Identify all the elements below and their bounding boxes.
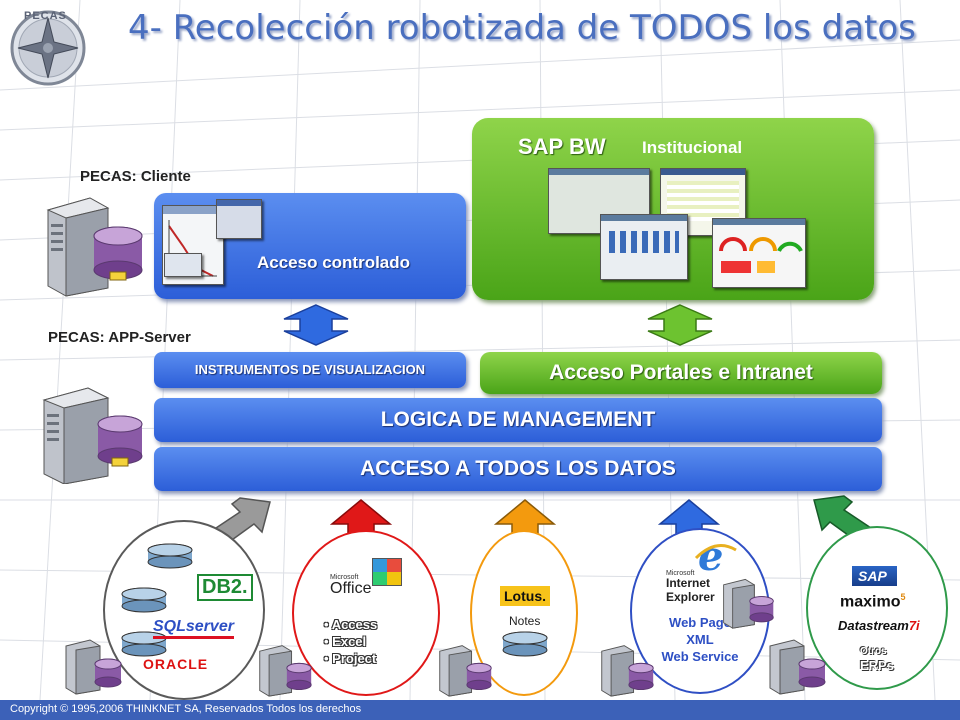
acceso-datos-label: ACCESO A TODOS LOS DATOS (360, 457, 676, 480)
sap-screen-3 (600, 214, 688, 280)
office-bubble: Microsoft Office • Access • Excel • Proj… (292, 530, 440, 696)
erp-bubble: SAP maximo5 Datastream7i Otros ERPs (806, 526, 948, 690)
label-cliente: PECAS: Cliente (80, 168, 191, 185)
server-db-icon-small (769, 639, 826, 695)
oracle-logo: ORACLE (143, 656, 209, 672)
server-db-icon-small (65, 639, 122, 695)
lotus-bubble: Lotus. Notes (470, 530, 578, 696)
maximo-version: 5 (900, 592, 906, 602)
sqlserver-logo: SQLserver (153, 618, 234, 639)
office-items: • Access • Excel • Project (324, 616, 377, 667)
label-app-server: PECAS: APP-Server (48, 329, 191, 346)
office-brand-small: Microsoft (330, 574, 359, 581)
ie-brand: Internet Explorer (666, 576, 715, 604)
datastream-text: Datastream (838, 618, 909, 633)
database-disk-icon (147, 543, 193, 569)
sap-screen-4 (712, 218, 806, 288)
pecas-logo: PECAS (6, 4, 90, 88)
server-db-icon-small (439, 645, 492, 697)
footer-bar: Copyright © 1995,2006 THINKNET SA, Reser… (0, 700, 960, 720)
notes-label: Notes (509, 614, 541, 628)
otros-label: Otros (860, 646, 887, 657)
logica-label: LOGICA DE MANAGEMENT (380, 408, 656, 431)
acceso-datos-bar: ACCESO A TODOS LOS DATOS (154, 447, 882, 491)
server-db-icon-small (723, 578, 774, 629)
logo-text: PECAS (24, 10, 67, 22)
database-disk-icon (502, 631, 548, 657)
sap-logo: SAP (852, 566, 897, 586)
maximo-text: maximo (840, 593, 901, 611)
office-brand: Office (330, 580, 372, 597)
bidirectional-arrow-green (647, 304, 713, 346)
sap-bw-title: SAP BW (518, 134, 606, 159)
server-db-icon-small (601, 645, 654, 697)
logica-bar: LOGICA DE MANAGEMENT (154, 398, 882, 442)
db2-logo: DB2. (197, 574, 253, 601)
portales-label: Acceso Portales e Intranet (549, 361, 813, 384)
maximo-logo: maximo5 (840, 592, 905, 611)
database-disk-icon (121, 631, 167, 657)
datastream-version: 7i (908, 618, 920, 633)
db-bubble: DB2. SQLserver ORACLE (103, 520, 265, 700)
erps-label: ERPs (860, 658, 894, 673)
office-item-excel: • Excel (324, 634, 367, 649)
portales-bar: Acceso Portales e Intranet (480, 352, 882, 394)
internet-explorer-icon: e (694, 536, 737, 576)
server-db-icon-app (42, 387, 143, 484)
office-item-project: • Project (324, 651, 377, 666)
svg-text:e: e (698, 536, 723, 576)
web-lines: Web Page XML Web Service (650, 614, 750, 665)
lotus-logo: Lotus. (500, 586, 550, 606)
datastream-logo: Datastream7i (838, 618, 920, 633)
instrumentos-bar: INSTRUMENTOS DE VISUALIZACION (154, 352, 466, 388)
copyright-text: Copyright © 1995,2006 THINKNET SA, Reser… (10, 703, 362, 715)
page-title: 4- Recolección robotizada de TODOS los d… (128, 8, 916, 48)
sap-bw-panel: SAP BW Institucional (472, 118, 874, 300)
server-db-icon-small (259, 645, 312, 697)
office-icon (372, 558, 402, 586)
window-thumbnail (216, 199, 262, 239)
table-thumbnail (164, 253, 202, 277)
web-service-label: Web Service (661, 649, 739, 664)
gauge-icon (719, 237, 803, 273)
web-page-label: Web Page (669, 615, 731, 630)
compass-icon (10, 10, 86, 86)
database-disk-icon (121, 587, 167, 613)
acceso-controlado-label: Acceso controlado (257, 253, 411, 272)
office-item-access: • Access (324, 617, 378, 632)
server-db-icon-cliente (46, 197, 143, 297)
bidirectional-arrow-blue (283, 304, 349, 346)
acceso-controlado-panel: Acceso controlado (154, 193, 466, 299)
ie-brand-small: Microsoft (666, 570, 695, 577)
instrumentos-label: INSTRUMENTOS DE VISUALIZACION (194, 362, 426, 377)
institucional-label: Institucional (642, 138, 743, 157)
xml-label: XML (686, 632, 714, 647)
